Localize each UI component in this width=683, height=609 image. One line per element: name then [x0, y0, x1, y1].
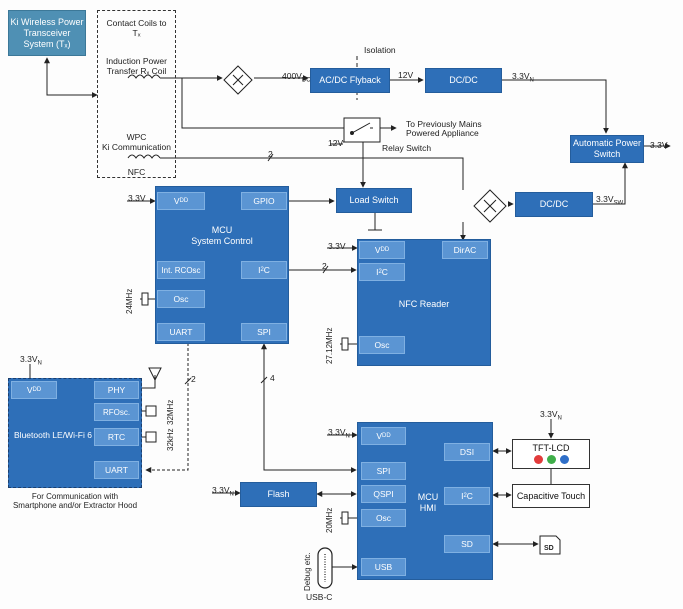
hmi-v33-label: 3.3VN: [328, 427, 350, 440]
spi-bus-label: 4: [270, 373, 275, 383]
v400-label: 400VDC: [282, 71, 311, 84]
blue-dot-icon: [559, 454, 569, 464]
hmi-dsi: DSI: [444, 443, 490, 461]
ble-title: Bluetooth LE/Wi-Fi 6: [14, 430, 92, 440]
mcu-sys-xtal-label: 24MHz: [125, 288, 134, 314]
mcu-sys-gpio: GPIO: [241, 192, 287, 210]
nfc-xtal-label: 27.12MHz: [325, 327, 334, 364]
relay-switch-label: Relay Switch: [382, 143, 432, 153]
load-switch-block: Load Switch: [336, 188, 412, 213]
dcdc2-block: DC/DC: [515, 192, 593, 217]
ble-phy: PHY: [94, 381, 139, 399]
mcu-sys-osc: Osc: [157, 290, 205, 308]
hmi-usb: USB: [361, 558, 406, 576]
mcu-sys-rcosc: Int. RCOsc: [157, 261, 205, 279]
flash-v33-label: 3.3VN: [212, 485, 234, 498]
v33sw-label: 3.3VSW: [596, 194, 624, 207]
nfc-coil-label: NFC: [127, 167, 146, 177]
relay-12v-label: 12V: [328, 138, 344, 148]
dcdc-block: DC/DC: [425, 68, 502, 93]
ble-v33-label: 3.3VN: [20, 354, 42, 367]
nfc-osc: Osc: [359, 336, 405, 354]
hmi-qspi: QSPI: [361, 485, 406, 503]
mcu-sys-v33-label: 3.3V: [128, 193, 146, 203]
v33n-label: 3.3VN: [512, 71, 534, 84]
ble-rfosc: RFOsc.: [94, 403, 139, 421]
nfc-title: NFC Reader: [398, 299, 450, 309]
hmi-osc: Osc: [361, 509, 406, 527]
rgb-dots: [532, 454, 571, 466]
usbc-label: USB-C: [306, 592, 333, 602]
sd-card-icon: SD: [544, 545, 554, 552]
hmi-xtal-label: 20MHz: [325, 507, 334, 533]
contact-coils-box: [97, 10, 176, 178]
mcu-sys-spi: SPI: [241, 323, 287, 341]
tft-lcd-label: TFT-LCD: [532, 442, 570, 453]
uart-bus-label: 2: [191, 374, 196, 384]
nfc-dirac: DirAC: [442, 241, 488, 259]
v33-out-label: 3.3V: [650, 140, 668, 150]
tft-v33-label: 3.3VN: [540, 409, 562, 422]
red-dot-icon: [533, 454, 543, 464]
flash-block: Flash: [240, 482, 317, 507]
automatic-power-switch-block: Automatic Power Switch: [570, 135, 644, 163]
mcu-sys-uart: UART: [157, 323, 205, 341]
i2c-bus-label: 2: [322, 261, 327, 271]
ble-uart: UART: [94, 461, 139, 479]
qi-line2: Transceiver: [23, 27, 71, 38]
green-dot-icon: [546, 454, 556, 464]
qi-line3: System (Tₓ): [23, 38, 71, 49]
acdc-flyback-block: AC/DC Flyback: [310, 68, 390, 93]
nfc-bus-label: 2: [268, 149, 273, 159]
ble-rtc: RTC: [94, 428, 139, 446]
nfc-v33-label: 3.3V: [328, 241, 346, 251]
v12-label: 12V: [398, 70, 414, 80]
ble-xtal2-label: 32kHz: [166, 428, 175, 451]
debug-label: Debug etc.: [303, 552, 312, 591]
tft-lcd-box: TFT-LCD: [512, 439, 590, 469]
qi-line1: Ki Wireless Power: [10, 16, 84, 27]
isolation-label: Isolation: [364, 45, 396, 55]
hmi-spi: SPI: [361, 462, 406, 480]
ble-xtal1-label: 32MHz: [166, 399, 175, 425]
hmi-sd: SD: [444, 535, 490, 553]
capacitive-touch-box: Capacitive Touch: [512, 484, 590, 508]
